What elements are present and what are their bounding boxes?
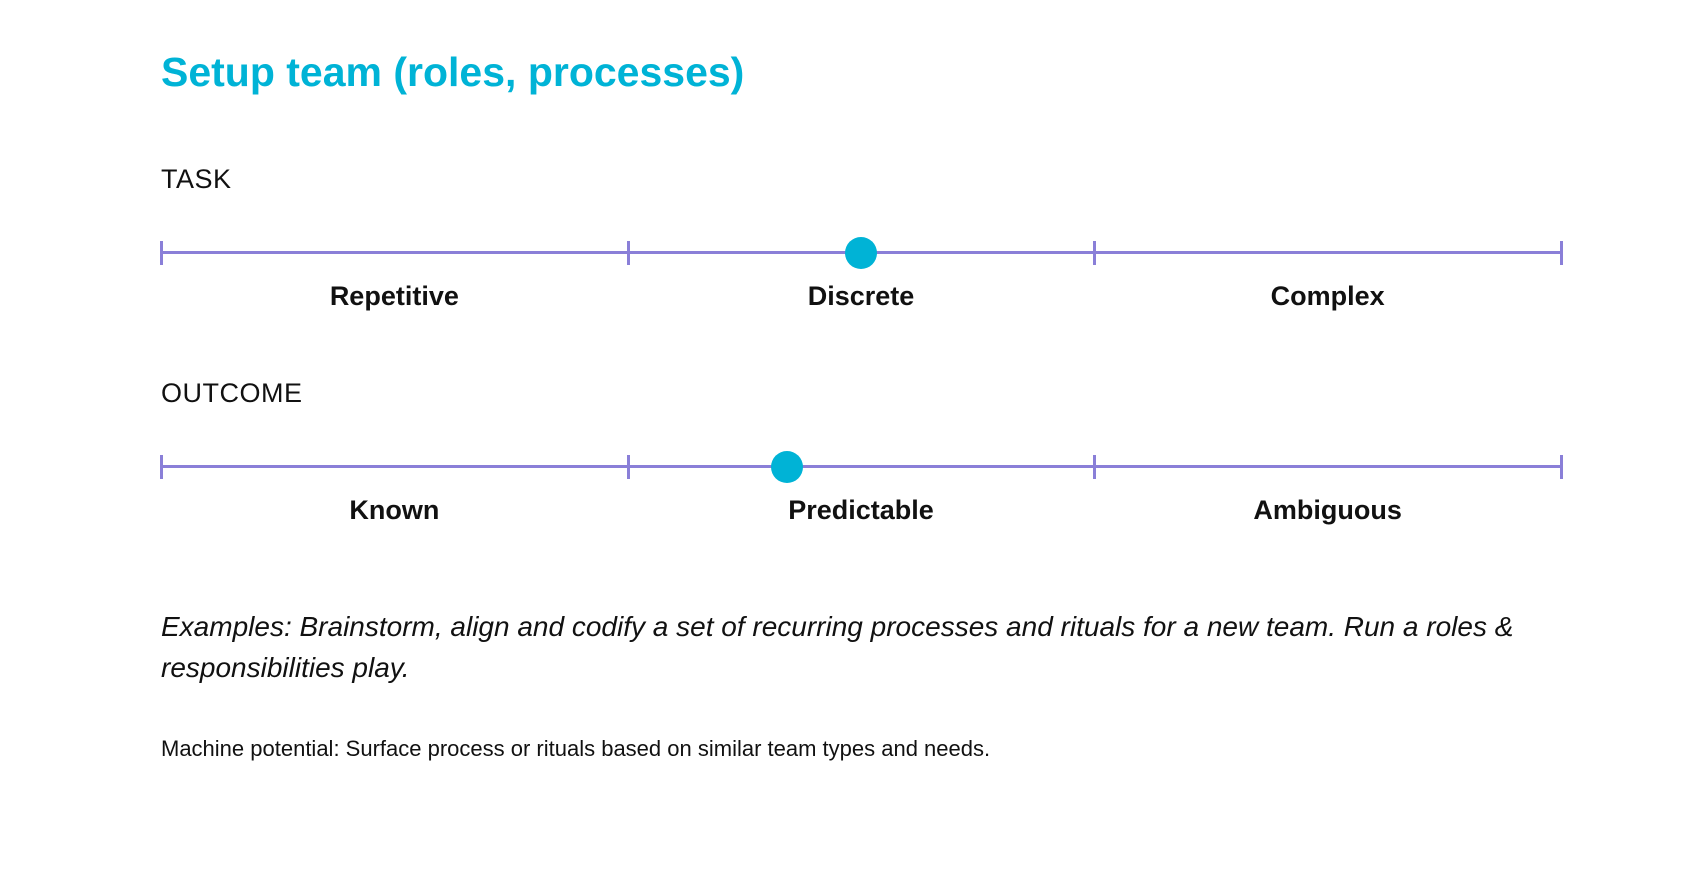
task-stop-complex: Complex [1270, 281, 1385, 311]
outcome-tick-end [1560, 455, 1563, 479]
task-tick-end [1560, 241, 1563, 265]
outcome-stop-ambiguous: Ambiguous [1253, 495, 1402, 525]
outcome-section-label: OUTCOME [161, 378, 303, 408]
outcome-tick-2 [1093, 455, 1097, 479]
task-section-label: TASK [161, 164, 232, 194]
outcome-scale [160, 447, 1563, 487]
task-stop-repetitive: Repetitive [329, 281, 459, 311]
examples-text: Examples: Brainstorm, align and codify a… [161, 611, 1514, 683]
outcome-stop-known: Known [349, 495, 440, 525]
outcome-tick-1 [626, 455, 630, 479]
task-position-marker[interactable] [845, 237, 877, 269]
task-scale [160, 233, 1563, 273]
page-title: Setup team (roles, processes) [161, 49, 745, 95]
outcome-stop-predictable: Predictable [788, 495, 934, 525]
outcome-scale-line [161, 465, 1561, 468]
task-stop-discrete: Discrete [807, 281, 915, 311]
task-tick-start [160, 241, 163, 265]
outcome-position-marker[interactable] [770, 451, 803, 483]
task-scale-labels: Repetitive Discrete Complex [161, 283, 1561, 310]
machine-potential-text: Machine potential: Surface process or ri… [161, 736, 991, 761]
task-tick-1 [626, 241, 630, 265]
outcome-tick-start [160, 455, 163, 479]
task-tick-2 [1093, 241, 1097, 265]
outcome-scale-labels: Known Predictable Ambiguous [161, 497, 1561, 524]
